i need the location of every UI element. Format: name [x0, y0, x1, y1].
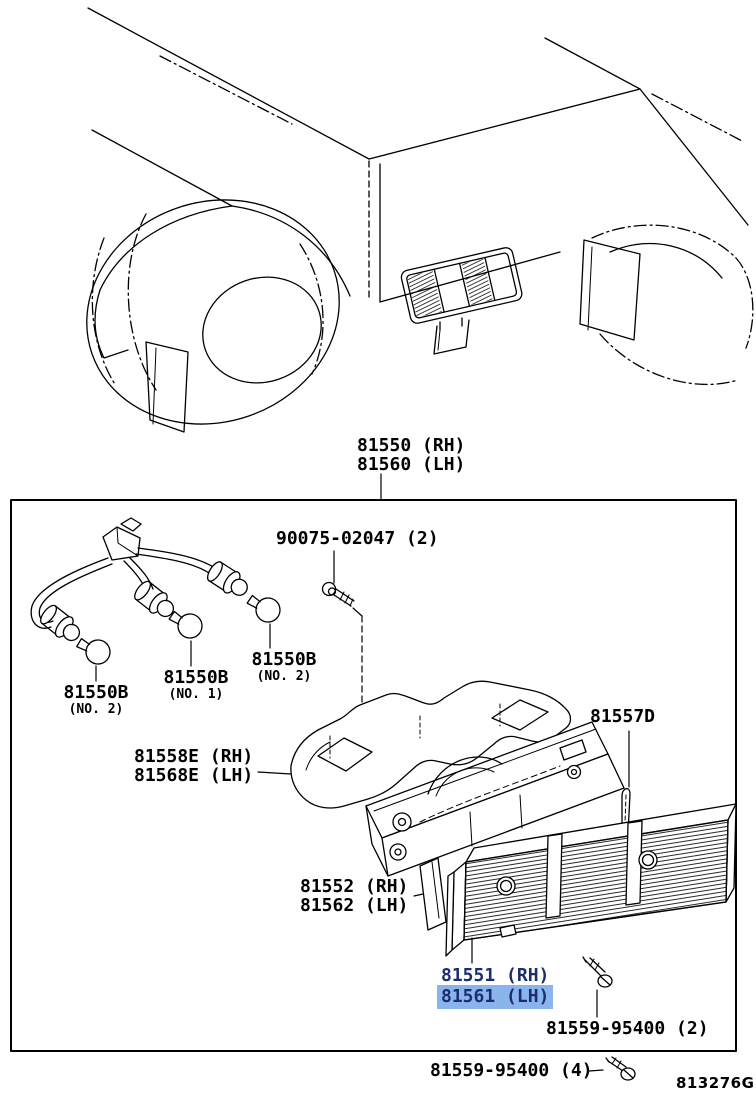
screw-icon-81559-outer	[605, 1056, 636, 1081]
wiring-harness	[30, 517, 216, 629]
bulb-middle-note: (NO. 1)	[168, 687, 224, 702]
bulb-icon	[246, 594, 281, 623]
parts-box-border	[10, 499, 737, 1052]
bulb-left-note: (NO. 2)	[68, 702, 124, 717]
bulb-icon	[76, 638, 111, 665]
label-lamp-assembly[interactable]: 81550 (RH) 81560 (LH)	[357, 436, 465, 474]
leader-screw-elbow	[352, 607, 363, 617]
bulb-socket	[134, 580, 175, 618]
part-number-packing-rh: 81558E (RH)	[134, 746, 254, 767]
part-number-body-rh: 81552 (RH)	[300, 876, 409, 897]
label-body[interactable]: 81552 (RH) 81562 (LH)	[300, 877, 408, 915]
part-number-strip: 81557D	[590, 706, 656, 727]
label-lens-selected[interactable]: 81551 (RH) 81561 (LH)	[437, 965, 554, 1009]
bulb-icon	[168, 610, 203, 639]
bulb-right-note: (NO. 2)	[256, 669, 312, 684]
bulb-socket	[40, 604, 81, 642]
label-bulb-left[interactable]: 81550B (NO. 2)	[44, 683, 148, 717]
rear-wheel-left	[86, 199, 340, 425]
packing-81558e	[290, 680, 572, 809]
rear-wheel-right	[579, 224, 754, 386]
lens-81551	[445, 803, 737, 957]
lamp-body-81552	[365, 721, 625, 931]
drawing-code: 813276G	[676, 1074, 755, 1092]
selection-highlight: 81561 (LH)	[437, 985, 554, 1009]
part-number-screw-90075: 90075-02047 (2)	[276, 528, 439, 549]
label-screw-rear-4[interactable]: 81559-95400 (4)	[430, 1061, 593, 1080]
screw-icon-90075	[321, 581, 355, 607]
part-number-bulb-middle: 81550B	[163, 667, 229, 688]
part-number-lens-lh-highlighted: 81561 (LH)	[437, 985, 554, 1009]
bulb-socket	[206, 561, 248, 596]
label-screw-rear-2[interactable]: 81559-95400 (2)	[546, 1019, 709, 1038]
tail-lamp-location	[400, 247, 523, 324]
part-number-assembly-lh: 81560 (LH)	[357, 454, 466, 475]
part-number-packing-lh: 81568E (LH)	[134, 765, 254, 786]
part-number-lens-rh: 81551 (RH)	[441, 965, 550, 986]
label-screw-90075[interactable]: 90075-02047 (2)	[276, 529, 439, 548]
mud-flap-left	[145, 341, 189, 433]
part-number-assembly-rh: 81550 (RH)	[357, 435, 466, 456]
part-number-screw-rear-4: 81559-95400 (4)	[430, 1060, 593, 1081]
part-number-bulb-right: 81550B	[251, 649, 317, 670]
label-bulb-middle[interactable]: 81550B (NO. 1)	[144, 668, 248, 702]
lamp-bracket	[433, 317, 470, 355]
screw-icon-81559-inner	[582, 956, 613, 988]
leader-lines	[95, 473, 630, 1072]
label-bulb-right[interactable]: 81550B (NO. 2)	[232, 650, 336, 684]
part-number-bulb-left: 81550B	[63, 682, 129, 703]
part-number-screw-rear-2: 81559-95400 (2)	[546, 1018, 709, 1039]
part-number-body-lh: 81562 (LH)	[300, 895, 409, 916]
label-strip[interactable]: 81557D	[590, 707, 655, 726]
label-packing[interactable]: 81558E (RH) 81568E (LH)	[134, 747, 253, 785]
truck-rear-illustration	[86, 7, 754, 433]
